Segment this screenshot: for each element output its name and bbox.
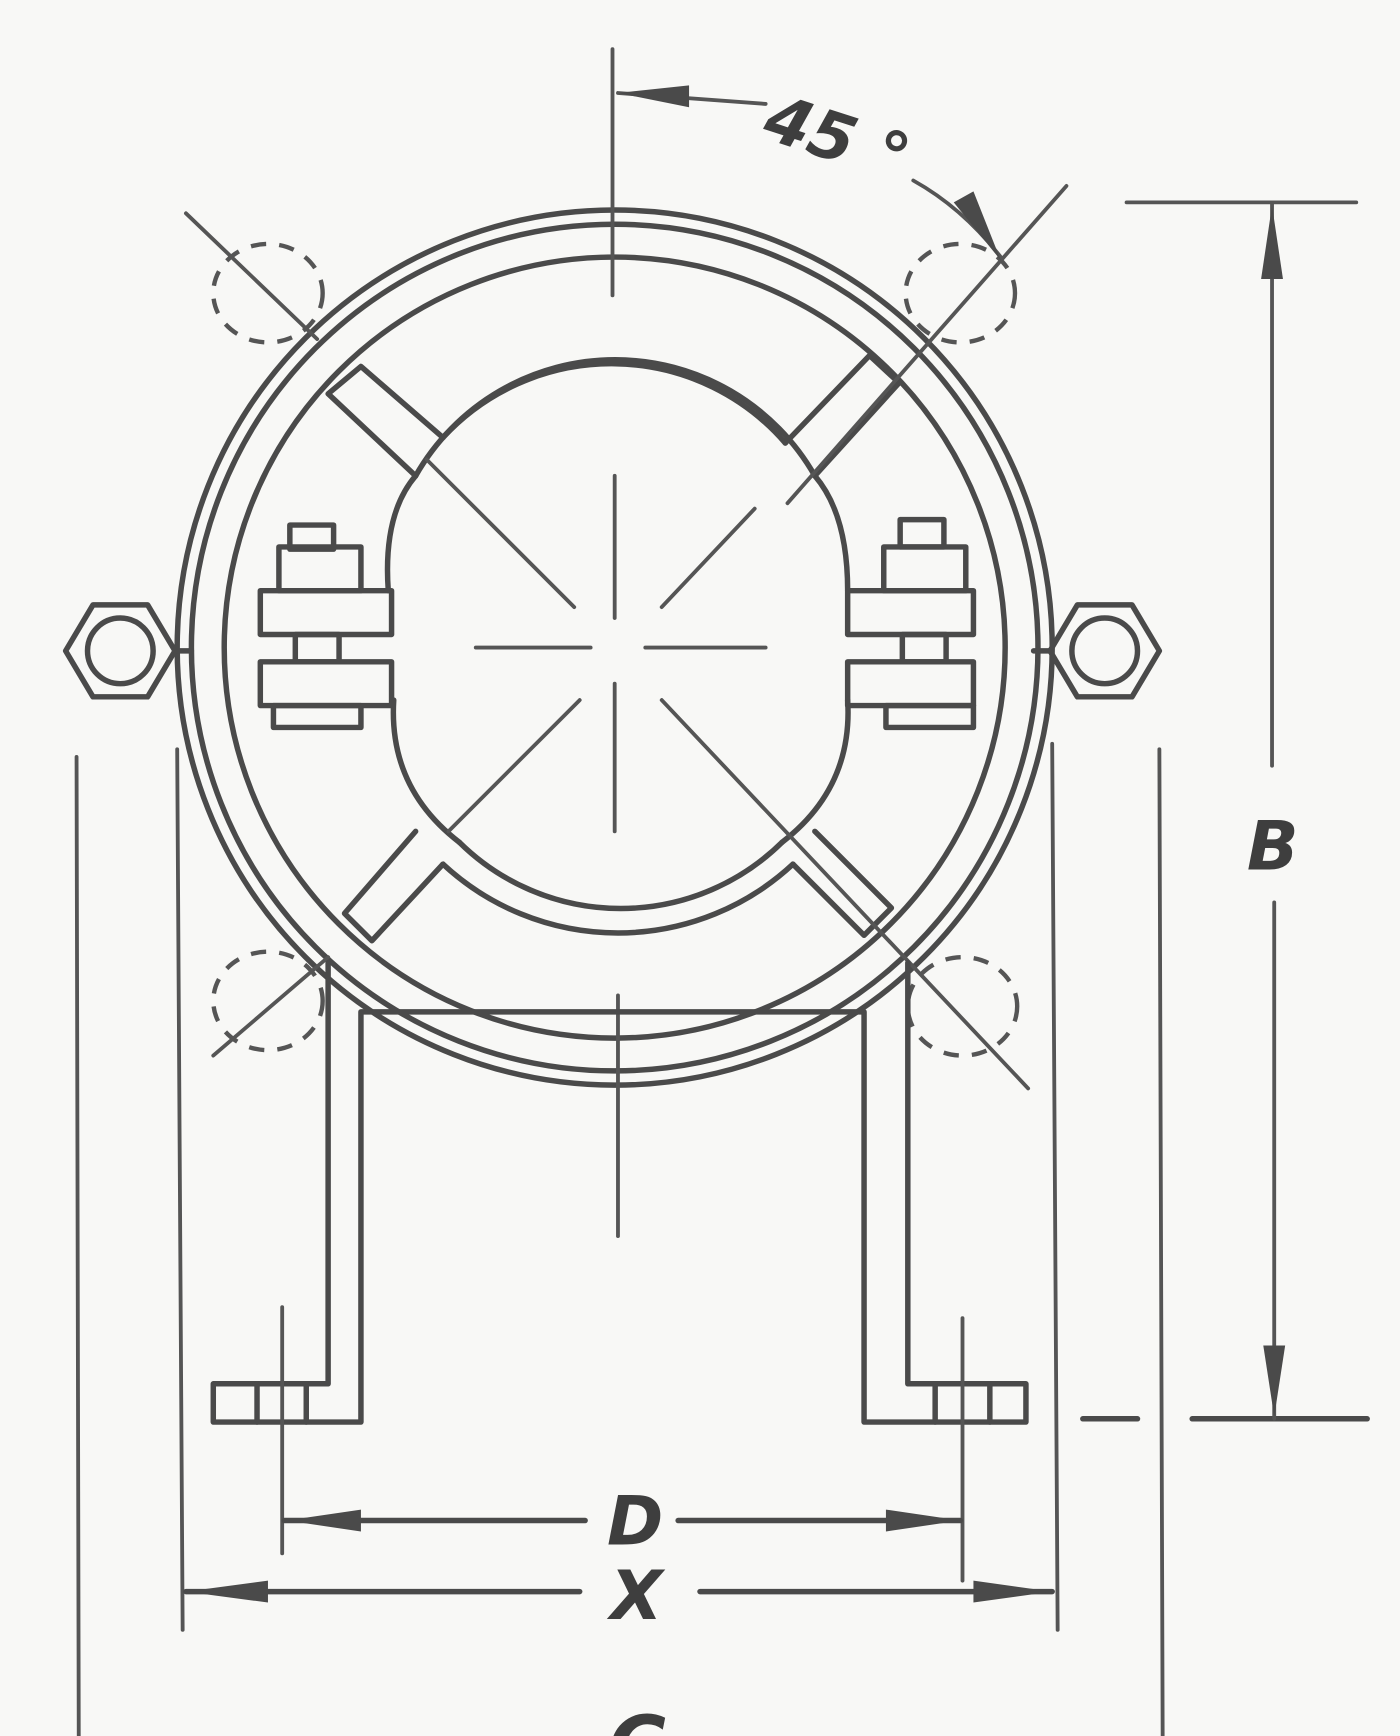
bolt-right-nut	[881, 544, 969, 594]
dimension-angle	[616, 85, 1003, 261]
lug-left	[62, 602, 195, 700]
bolt-right	[881, 516, 969, 594]
inner-ring-edge	[221, 254, 1008, 1041]
diag-top-left	[424, 457, 577, 610]
label-b: B	[1247, 807, 1299, 886]
flange-right-top	[844, 587, 977, 638]
arm-top-left	[325, 363, 446, 479]
alternate-lug-positions	[211, 241, 1020, 1058]
dimension-d	[280, 1305, 965, 1583]
dim-c-right-ext	[1157, 747, 1165, 1736]
dimension-b	[1080, 200, 1370, 1422]
flange-left-top	[257, 587, 395, 638]
diag-bottom-right	[659, 698, 1031, 1091]
dim-d-arrow-left	[286, 1509, 361, 1532]
clamp-left-upper	[384, 473, 419, 594]
dim-x-right-ext	[1050, 741, 1060, 1632]
dim-x-arrow-right	[973, 1580, 1053, 1603]
clamp-right-upper	[812, 473, 851, 594]
diag-bottom-left	[446, 698, 582, 834]
dimension-x	[175, 741, 1060, 1632]
bolt-left	[276, 522, 364, 594]
label-d: D	[607, 1482, 663, 1561]
nut-left-lower	[270, 702, 364, 731]
arm-bottom-left	[341, 828, 446, 944]
diag-top-right	[659, 506, 757, 610]
label-c: C	[608, 1699, 666, 1736]
angle-arrow-right	[953, 191, 1001, 261]
pipe-clamp	[257, 352, 977, 944]
dim-x-arrow-left	[185, 1580, 268, 1603]
bolt-right-head	[897, 516, 947, 550]
dim-b-arrow-bottom	[1263, 1345, 1286, 1417]
lug-left-hole	[84, 615, 156, 687]
clamp-lower-outer-arc	[440, 861, 796, 936]
arm-bottom-right	[790, 828, 895, 939]
hex-lug-right	[1047, 602, 1163, 700]
dashed-lug-top-right	[903, 241, 1018, 345]
bolt-left-head	[287, 522, 337, 552]
bolt-left-shank	[292, 631, 342, 665]
bolt-left-nut	[276, 544, 364, 594]
angle-arrow-left	[617, 85, 690, 108]
dashed-lug-bottom-left	[211, 949, 325, 1053]
support-frame	[210, 959, 1029, 1425]
lug-right-hole	[1069, 615, 1141, 687]
dashed-lug-bottom-right	[905, 954, 1020, 1058]
label-x: X	[606, 1556, 666, 1635]
dim-c-left-ext	[74, 755, 81, 1736]
arm-top-right	[782, 352, 902, 479]
dashed-lug-top-left	[211, 241, 325, 345]
outer-ring-outer-edge	[174, 207, 1055, 1088]
dim-b-arrow-top	[1261, 205, 1283, 279]
diag-ext-top-left	[184, 211, 320, 342]
center-lines	[184, 47, 1069, 1239]
bolt-right-shank	[899, 631, 949, 665]
angle-label: 45 °	[754, 80, 918, 198]
clamp-upper-outer-arc	[440, 360, 789, 446]
outer-ring-inner-edge	[188, 221, 1041, 1074]
clamp-upper-inner-arc	[412, 357, 818, 479]
outer-ring	[174, 207, 1055, 1088]
clamp-right-lower	[779, 697, 851, 846]
flange-left-bottom	[257, 659, 395, 709]
clamp-left-lower	[390, 697, 463, 846]
nut-right-lower	[883, 702, 977, 731]
lug-right	[1030, 602, 1163, 700]
diag-ext-top-right	[785, 184, 1069, 506]
dimension-c	[74, 747, 1165, 1736]
clamp-lower-inner-arc	[456, 839, 785, 912]
dim-d-arrow-right	[885, 1509, 961, 1532]
dim-x-left-ext	[175, 747, 185, 1632]
support-legs	[210, 959, 1029, 1425]
flange-right-bottom	[844, 659, 977, 709]
